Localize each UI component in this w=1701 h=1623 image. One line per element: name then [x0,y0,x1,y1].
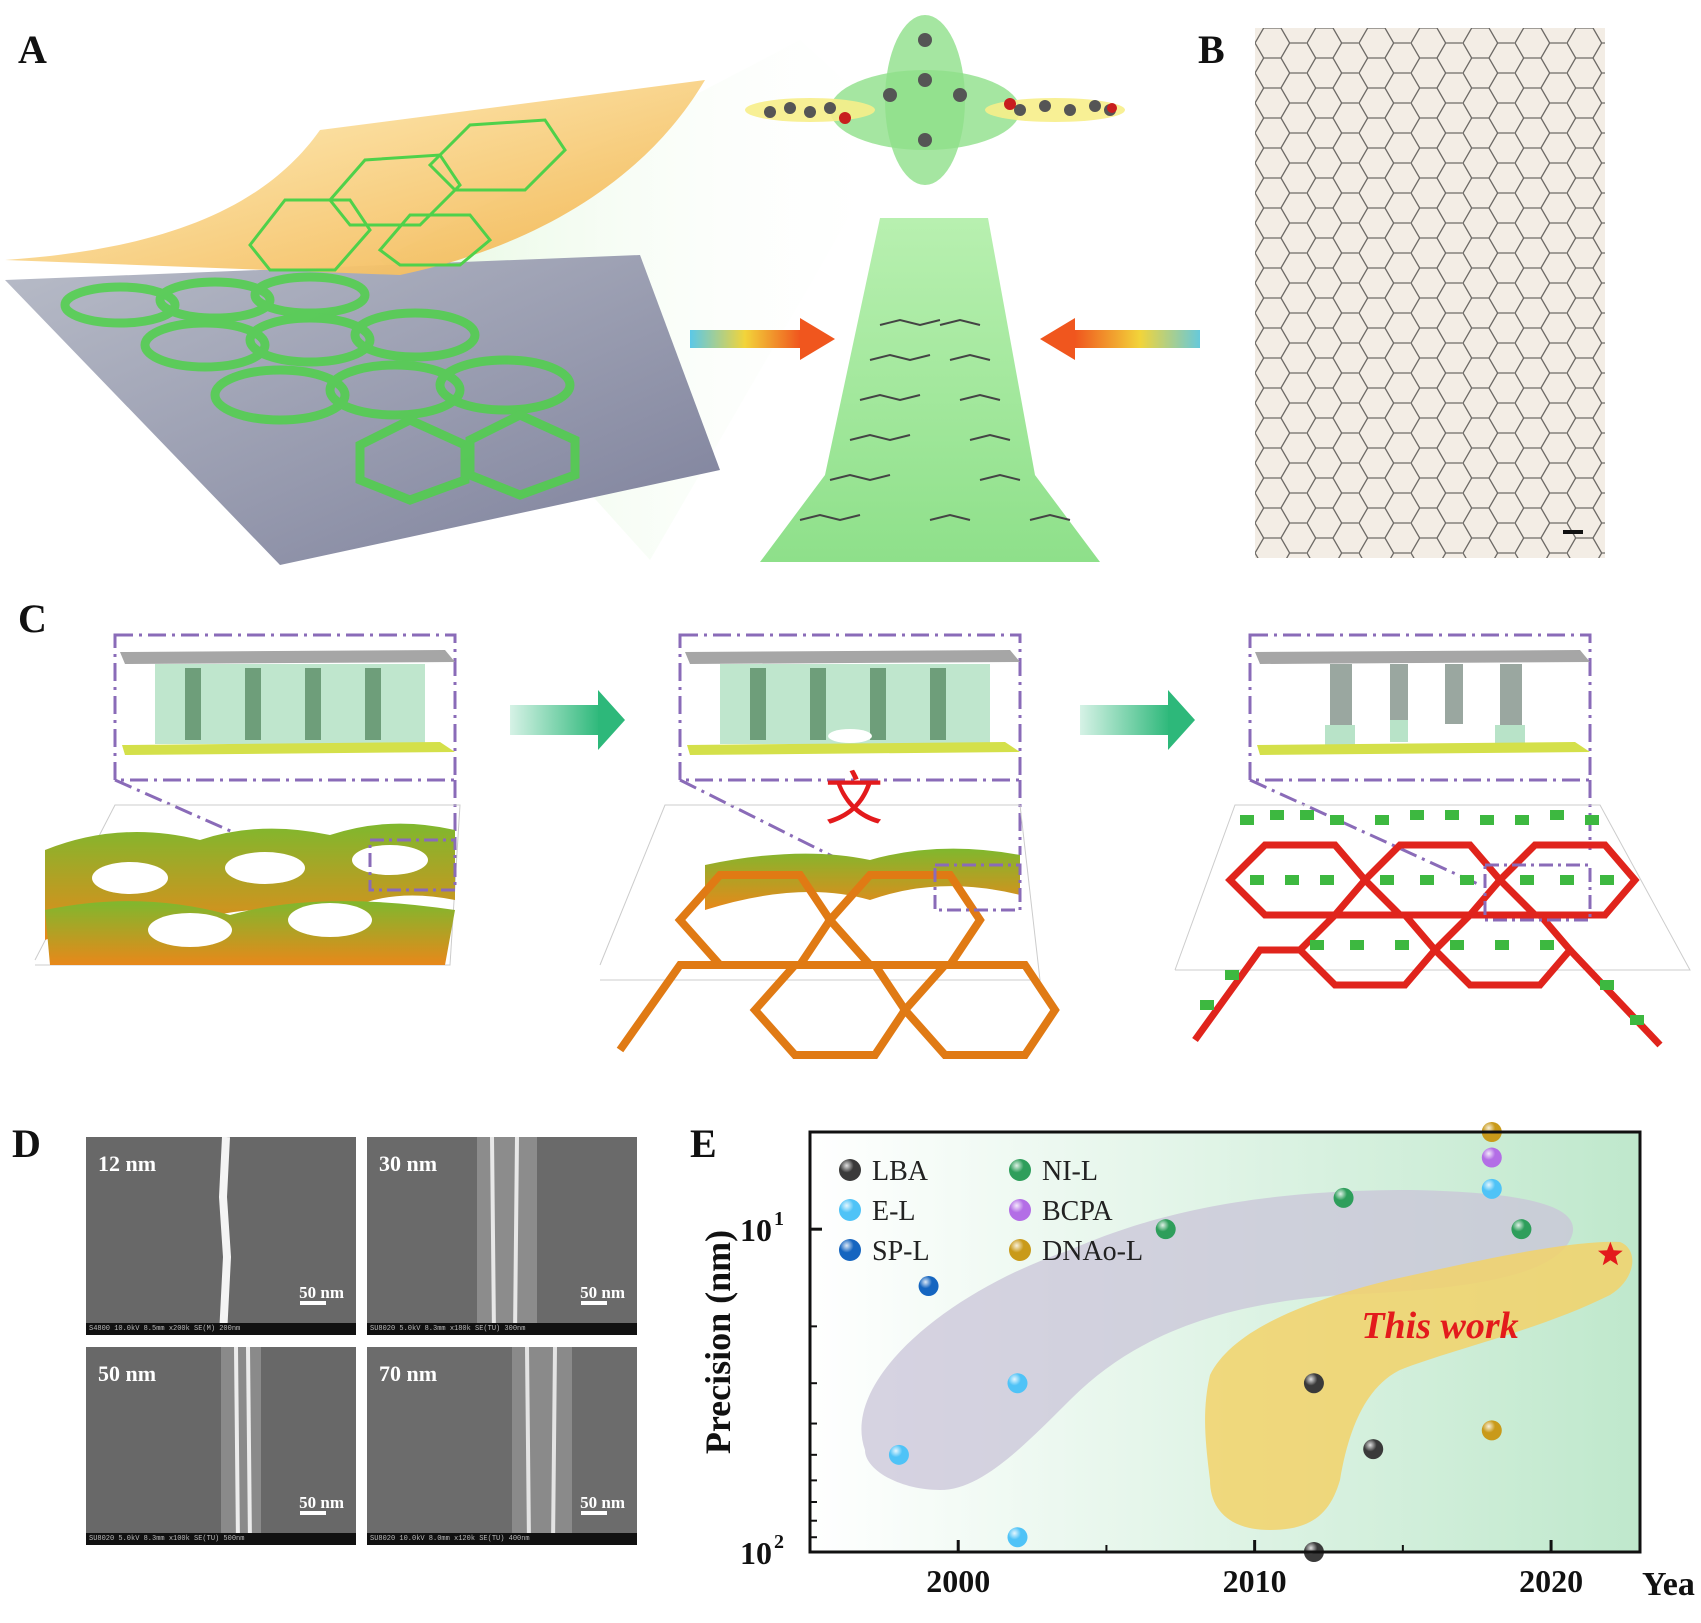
point-highlight [1363,1439,1384,1460]
panel-label-c: C [18,596,47,641]
point-highlight [888,1444,909,1465]
hexagon-walls [60,272,580,505]
x-tick-label: 2010 [1223,1563,1287,1599]
panel-label-a: A [18,27,47,72]
molecule [745,15,1125,185]
data-points [888,1122,1623,1562]
panel-a-illustration [5,15,1200,565]
point-highlight [1303,1373,1324,1394]
y-axis-label: Precision (nm) [698,1230,738,1454]
sem-info-strip: S4800 10.0kV 8.5mm x200k SE(M) 200nm [86,1323,356,1335]
sem-scalebar-label: 50 nm [580,1493,625,1512]
left-arrow [690,318,835,360]
panel-c-process [34,633,1691,1059]
legend-label: DNAo-L [1042,1236,1143,1267]
panel-label-e: E [690,1121,717,1166]
y-tick-label: 10 [740,1212,772,1248]
sem-image-50nm: 50 nm 50 nm SU8020 5.0kV 8.3mm x100k SE(… [86,1347,356,1545]
sem-image-30nm: 30 nm 50 nm SU8020 5.0kV 8.3mm x180k SE(… [367,1137,637,1335]
sem-image-12nm: 12 nm 50 nm S4800 10.0kV 8.5mm x200k SE(… [86,1137,356,1335]
sheet-hexagons [248,118,567,272]
sem-line [86,1347,356,1545]
sem-info-strip: SU8020 5.0kV 8.3mm x100k SE(TU) 500nm [86,1533,356,1545]
sem-scalebar-label: 50 nm [299,1283,344,1302]
legend-swatch-highlight [839,1239,861,1261]
stage-3 [1174,633,1691,1048]
x-axis-ticks: 2000 2010 2020 [809,1540,1583,1599]
sem-image-70nm: 70 nm 50 nm SU8020 10.0kV 8.0mm x120k SE… [367,1347,637,1545]
stage-2 [599,633,1060,1059]
legend-swatch-highlight [1009,1199,1031,1221]
legend-swatch-highlight [839,1159,861,1181]
sem-line [367,1347,637,1545]
x-axis-label: Year [1642,1566,1695,1603]
panel-label-b: B [1198,27,1225,72]
this-work-annotation: This work [1361,1305,1518,1347]
panel-b-hexagon-micrograph [1255,28,1605,558]
region-this-work [1205,1241,1633,1530]
sem-linewidth-label: 70 nm [379,1361,438,1386]
legend-label: E-L [872,1196,916,1227]
this-work-star [1598,1241,1623,1266]
point-highlight [1007,1527,1028,1548]
process-arrow-1 [510,690,625,750]
x-tick-label: 2000 [926,1563,990,1599]
point-highlight [918,1276,939,1297]
sem-linewidth-label: 50 nm [98,1361,157,1386]
chart-legend: LBA NI-L E-L BCPA SP-L DNAo-L [839,1156,1143,1267]
x-tick-label: 2020 [1519,1563,1583,1599]
stacked-molecules [799,318,1071,522]
sem-info-strip: SU8020 10.0kV 8.0mm x120k SE(TU) 400nm [367,1533,637,1545]
legend-swatch-highlight [1009,1239,1031,1261]
sem-scalebar [581,1301,607,1305]
legend-swatch-highlight [1009,1159,1031,1181]
process-arrow-2 [1080,690,1195,750]
panel-label-d: D [12,1121,41,1166]
y-tick-label: 10 [740,1535,772,1571]
sem-scalebar [300,1301,326,1305]
sem-scalebar [300,1511,326,1515]
point-highlight [1155,1219,1176,1240]
region-existing-methods [861,1190,1574,1490]
sem-info-strip: SU8020 5.0kV 8.3mm x180k SE(TU) 300nm [367,1323,637,1335]
sem-linewidth-label: 30 nm [379,1151,438,1176]
legend-label: LBA [872,1156,929,1187]
legend-label: SP-L [872,1236,930,1267]
y-tick-exponent: 1 [774,1208,784,1230]
sem-scalebar-label: 50 nm [299,1493,344,1512]
point-highlight [1007,1373,1028,1394]
point-highlight [1511,1219,1532,1240]
plot-frame [808,1130,1642,1554]
sem-linewidth-label: 12 nm [98,1151,157,1176]
annotation-mark: 文 [825,765,884,833]
sem-scalebar-label: 50 nm [580,1283,625,1302]
right-arrow [1040,318,1200,360]
y-tick-exponent: 2 [774,1531,784,1553]
stage-1 [34,633,461,966]
legend-label: BCPA [1042,1196,1113,1227]
peeling-sheet [5,80,705,275]
point-highlight [1481,1178,1502,1199]
legend-swatch-highlight [839,1199,861,1221]
point-highlight [1481,1147,1502,1168]
point-highlight [1333,1187,1354,1208]
legend-label: NI-L [1042,1156,1098,1187]
scale-bar [1563,530,1583,534]
sem-scalebar [581,1511,607,1515]
point-highlight [1481,1420,1502,1441]
